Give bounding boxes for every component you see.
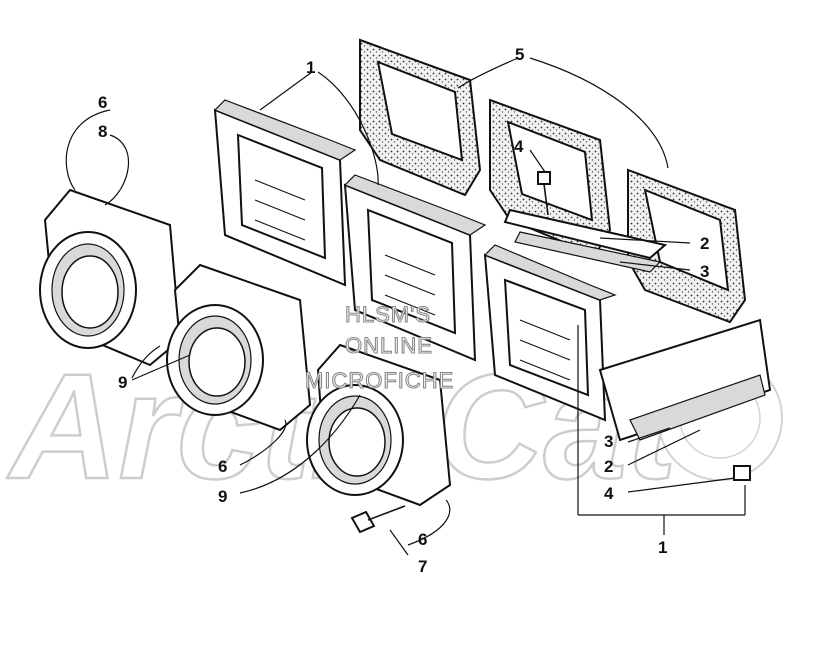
callout-4-mid: 4: [514, 137, 524, 156]
svg-text:MICROFICHE: MICROFICHE: [305, 368, 454, 393]
callout-1-bottom: 1: [658, 538, 667, 557]
watermark-text: HLSM'S ONLINE MICROFICHE: [304, 301, 454, 393]
reed-cage-1: [213, 99, 357, 287]
leader-lines: [65, 57, 746, 556]
intake-boot-3: [306, 343, 452, 507]
reed-cage-2: [343, 174, 487, 362]
reed-cage-3: [483, 244, 617, 422]
intake-boot-2: [166, 263, 312, 432]
callout-2-mid: 2: [700, 234, 709, 253]
callout-labels: 1 5 4 2 3 6 8 9 6 9 6 7 3 2 4 1: [98, 45, 709, 576]
svg-text:ONLINE: ONLINE: [345, 333, 433, 358]
callout-3-mid: 3: [700, 262, 709, 281]
reed-petal-lower: [598, 318, 772, 442]
callout-4-right: 4: [604, 484, 614, 503]
callout-2-right: 2: [604, 457, 613, 476]
callout-5: 5: [515, 45, 524, 64]
callout-6-mid: 6: [218, 457, 227, 476]
callout-7: 7: [418, 557, 427, 576]
callout-8: 8: [98, 122, 107, 141]
svg-text:HLSM'S: HLSM'S: [345, 302, 431, 327]
intake-boot-1: [39, 188, 182, 367]
callout-9-left: 9: [118, 373, 127, 392]
callout-6-top: 6: [98, 93, 107, 112]
callout-1-top: 1: [306, 58, 315, 77]
callout-3-right: 3: [604, 432, 613, 451]
screw-upper: [537, 171, 551, 216]
callout-9-mid: 9: [218, 487, 227, 506]
callout-6-low: 6: [418, 530, 427, 549]
gasket-1: [359, 38, 482, 197]
screw-lower: [733, 465, 751, 481]
bolt: [350, 505, 406, 534]
